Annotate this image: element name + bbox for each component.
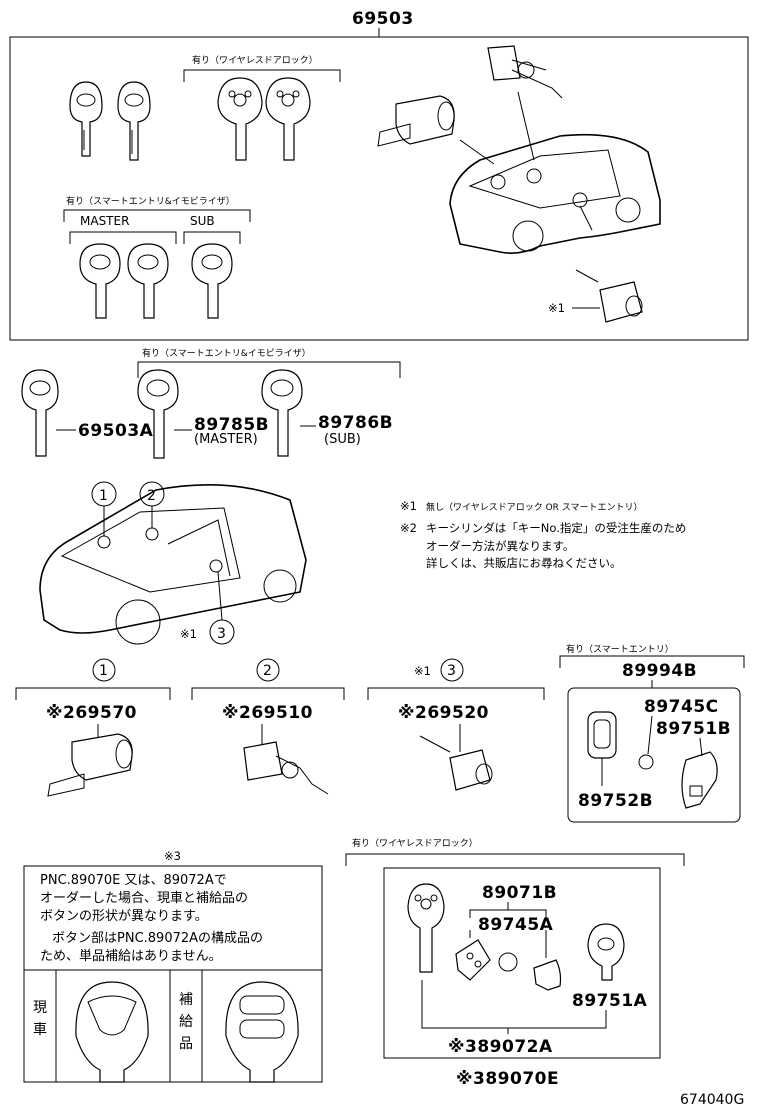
part-89751A: 89751A — [572, 991, 648, 1011]
wireless-key-head — [587, 923, 625, 981]
key-plain-1 — [69, 81, 103, 157]
smart-label-keys: 有り（スマートエントリ&イモビライザ） — [142, 347, 311, 359]
master-label: MASTER — [80, 214, 129, 228]
cyl2-circle: 2 — [263, 663, 272, 679]
supply-part-key-head — [225, 981, 299, 1083]
assembly-frame — [9, 36, 749, 341]
part-89072A: ※389072A — [448, 1037, 553, 1057]
location-label-2: 2 — [147, 488, 156, 504]
current-vehicle-char-2: 車 — [33, 1021, 47, 1038]
note1-text: 無し（ワイヤレスドアロック OR スマートエントリ） — [426, 501, 643, 513]
note3-frame — [23, 865, 323, 1083]
door-cylinder-top — [487, 45, 563, 99]
wireless-label-top: 有り（ワイヤレスドアロック） — [192, 54, 318, 66]
note3-line4: ボタン部はPNC.89072Aの構成品の — [52, 931, 263, 946]
note3-mark: ※3 — [164, 849, 181, 863]
remote-key-1 — [217, 77, 263, 161]
smart-key-case — [587, 711, 617, 786]
note1-mark: ※1 — [400, 499, 417, 513]
part-89786B-sub: (SUB) — [324, 432, 361, 447]
smart-entry-label: 有り（スマートエントリ） — [566, 643, 674, 655]
key-plain-2 — [117, 81, 151, 161]
smart-label-top: 有り（スマートエントリ&イモビライザ） — [66, 195, 235, 207]
door-cylinder-69510 — [243, 724, 329, 795]
part-89786B: 89786B — [318, 413, 393, 433]
diagram-id: 674040G — [680, 1092, 744, 1108]
key-69503A — [21, 369, 59, 457]
current-vehicle-char-1: 現 — [33, 1000, 47, 1016]
cyl3-mark: ※1 — [414, 664, 431, 678]
smart-battery — [638, 754, 654, 770]
note-ref-top: ※1 — [548, 301, 565, 315]
part-89785B-sub: (MASTER) — [194, 432, 258, 447]
van-locations — [39, 484, 307, 645]
door-cylinder-69520 — [419, 724, 493, 791]
smart-entry-frame — [567, 687, 741, 823]
wireless-frame — [383, 867, 661, 1059]
key-master-1 — [79, 243, 121, 319]
part-69520: ※269520 — [398, 703, 489, 723]
assembly-number-69503: 69503 — [352, 9, 414, 29]
part-89751B: 89751B — [656, 719, 731, 739]
location-label-1: 1 — [99, 488, 108, 504]
part-89745A: 89745A — [478, 915, 554, 935]
key-master-2 — [127, 243, 169, 319]
door-cylinder-rear — [575, 269, 643, 323]
sub-label: SUB — [190, 214, 215, 228]
part-69570: ※269570 — [46, 703, 137, 723]
note3-line3: ボタンの形状が異なります。 — [40, 909, 208, 924]
part-69503A: 69503A — [78, 421, 154, 441]
supply-part-char-1: 補 — [179, 992, 193, 1008]
part-89070E: ※389070E — [456, 1069, 559, 1089]
key-89786B — [261, 369, 303, 457]
ignition-cylinder-top — [377, 95, 455, 147]
current-vehicle-key-head — [75, 981, 149, 1083]
part-89994B: 89994B — [622, 661, 697, 681]
note2-line3: 詳しくは、共販店にお尋ねください。 — [426, 556, 622, 570]
location-label-3: 3 — [217, 626, 226, 642]
part-89071B: 89071B — [482, 883, 557, 903]
note3-line2: オーダーした場合、現車と補給品の — [40, 891, 248, 906]
note3-line5: ため、単品補給はありません。 — [40, 948, 222, 964]
note2-line2: オーダー方法が異なります。 — [426, 539, 574, 553]
wireless-label: 有り（ワイヤレスドアロック） — [352, 837, 478, 849]
part-89745C: 89745C — [644, 697, 719, 717]
cyl3-circle: 3 — [447, 663, 456, 679]
wireless-button-pad — [455, 939, 491, 981]
key-sub-1 — [191, 243, 233, 319]
note2-line1: キーシリンダは「キーNo.指定」の受注生産のため — [426, 521, 686, 535]
key-89785B — [137, 369, 179, 459]
remote-key-2 — [265, 77, 311, 161]
location-mark-3: ※1 — [180, 627, 197, 641]
part-89752B: 89752B — [578, 791, 653, 811]
part-89785B: 89785B — [194, 415, 269, 435]
supply-part-char-2: 給 — [179, 1014, 193, 1030]
note2-mark: ※2 — [400, 521, 417, 535]
van-top — [449, 91, 661, 254]
supply-part-char-3: 品 — [179, 1036, 193, 1052]
ignition-cylinder-69570 — [47, 724, 133, 797]
note3-line1: PNC.89070E 又は、89072Aで — [40, 873, 227, 888]
cyl1-circle: 1 — [99, 663, 108, 679]
smart-fob — [681, 737, 718, 809]
wireless-cover — [533, 959, 562, 991]
wireless-key — [407, 883, 445, 973]
wireless-battery — [498, 952, 518, 972]
part-69510: ※269510 — [222, 703, 313, 723]
